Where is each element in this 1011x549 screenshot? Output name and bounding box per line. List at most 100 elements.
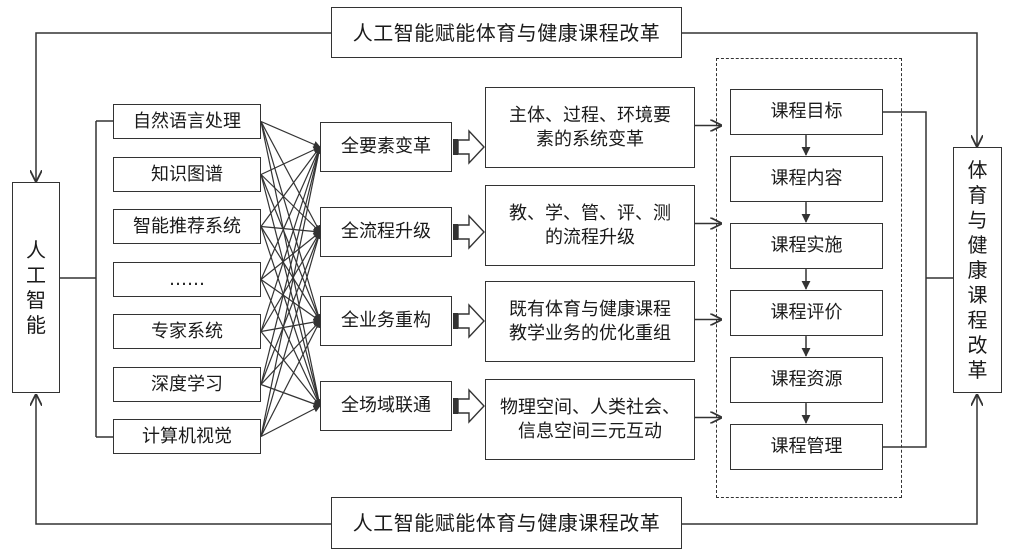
course-reform-node-char: 革 (967, 357, 988, 382)
tech-transformation-link (260, 120, 321, 148)
tech-transformation-link (260, 225, 321, 235)
ai-technology-box: 专家系统 (113, 314, 261, 349)
tech-transformation-link (260, 231, 322, 385)
hollow-arrows (453, 129, 485, 424)
top-loop-right-arrow (682, 32, 977, 146)
ai-technology-label: 智能推荐系统 (133, 215, 241, 237)
ai-technology-box: 深度学习 (113, 367, 261, 402)
hollow-arrow-base (453, 398, 458, 414)
tech-transformation-link (260, 146, 322, 385)
course-reform-node-char: 体 (967, 157, 988, 182)
description-line: 物理空间、人类社会、 (500, 397, 680, 419)
top-banner: 人工智能赋能体育与健康课程改革 (331, 7, 682, 58)
course-reform-node-char: 课 (967, 282, 988, 307)
ai-node-char: 智 (26, 287, 46, 312)
description-line: 素的系统变革 (536, 128, 644, 150)
tech-transformation-link (260, 146, 321, 280)
course-element-label: 课程目标 (770, 101, 843, 123)
description-line: 主体、过程、环境要 (509, 105, 671, 127)
ai-technology-box: 知识图谱 (113, 157, 261, 192)
ai-node-char: 人 (26, 237, 46, 262)
course-element-label: 课程资源 (770, 369, 843, 391)
hollow-arrow-icon (457, 388, 485, 424)
ai-technology-label: 计算机视觉 (142, 425, 232, 447)
tech-transformation-link (260, 320, 321, 437)
ai-technology-label: 知识图谱 (151, 163, 223, 185)
course-element-box: 课程内容 (730, 156, 883, 202)
ai-node-char: 工 (26, 262, 46, 287)
transformation-box: 全要素变革 (320, 122, 452, 172)
ai-technology-box: 计算机视觉 (113, 419, 261, 454)
transformation-label: 全场域联通 (341, 395, 431, 417)
transformation-description-box: 既有体育与健康课程教学业务的优化重组 (485, 281, 695, 362)
course-elements-group (716, 58, 902, 498)
hollow-arrow-base (453, 313, 458, 329)
transformation-description-box: 教、学、管、评、测的流程升级 (485, 185, 695, 266)
description-line: 的流程升级 (545, 226, 635, 248)
top-banner-label: 人工智能赋能体育与健康课程改革 (352, 20, 661, 45)
transformation-label: 全业务重构 (341, 310, 431, 332)
course-element-label: 课程评价 (770, 302, 843, 324)
transformation-description-box: 主体、过程、环境要素的系统变革 (485, 87, 695, 168)
bottom-loop-right-arrow (682, 395, 977, 525)
tech-transformation-link (260, 146, 321, 176)
course-reform-node-char: 育 (967, 182, 988, 207)
course-element-box: 课程资源 (730, 357, 883, 403)
ai-technology-label: 自然语言处理 (133, 110, 241, 132)
transformation-description-box: 物理空间、人类社会、信息空间三元互动 (485, 379, 695, 460)
ai-technology-label: 专家系统 (151, 320, 223, 342)
tech-transformation-link (260, 279, 321, 322)
transformation-label: 全要素变革 (341, 136, 431, 158)
course-element-box: 课程目标 (730, 89, 883, 135)
ai-technology-label: …… (169, 268, 205, 290)
transformation-label: 全流程升级 (341, 221, 431, 243)
tech-transformation-link (260, 231, 321, 280)
course-reform-node-char: 与 (967, 207, 988, 232)
hollow-arrow-base (453, 139, 458, 155)
tech-to-transformation-links (260, 120, 323, 438)
tech-transformation-link (260, 121, 322, 322)
description-line: 教学业务的优化重组 (509, 322, 671, 344)
tech-transformation-link (260, 405, 321, 438)
hollow-arrow-base (453, 224, 458, 240)
transformation-box: 全场域联通 (320, 381, 452, 431)
course-element-box: 课程评价 (730, 290, 883, 336)
description-line: 既有体育与健康课程 (509, 299, 671, 321)
tech-transformation-link (260, 231, 321, 332)
tech-transformation-link (260, 318, 321, 333)
description-line: 教、学、管、评、测 (509, 203, 671, 225)
ai-technology-box: 智能推荐系统 (113, 209, 261, 244)
tech-transformation-link (260, 226, 321, 322)
bottom-loop-left-arrow (36, 395, 331, 525)
bottom-banner: 人工智能赋能体育与健康课程改革 (331, 497, 682, 549)
course-element-label: 课程内容 (770, 168, 843, 190)
tech-transformation-link (260, 231, 322, 437)
transformation-box: 全业务重构 (320, 296, 452, 346)
tech-transformation-link (260, 174, 321, 322)
ai-node: 人工智能 (12, 182, 60, 393)
tech-transformation-link (260, 320, 321, 385)
bottom-banner-label: 人工智能赋能体育与健康课程改革 (352, 511, 661, 535)
tech-transformation-link (260, 121, 321, 233)
hollow-arrow-icon (457, 129, 485, 165)
course-element-label: 课程管理 (770, 436, 843, 458)
course-reform-node-char: 康 (967, 257, 988, 282)
course-goal-to-bracket (883, 111, 927, 448)
ai-technology-box: …… (113, 262, 261, 297)
description-line: 信息空间三元互动 (518, 420, 662, 442)
ai-technology-label: 深度学习 (151, 373, 223, 395)
course-reform-node: 体育与健康课程改革 (953, 147, 1002, 393)
course-element-box: 课程实施 (730, 223, 883, 269)
transformation-box: 全流程升级 (320, 207, 452, 257)
course-reform-node-char: 改 (967, 332, 988, 357)
course-reform-node-char: 程 (967, 307, 988, 332)
course-reform-node-char: 健 (967, 232, 988, 257)
hollow-arrow-icon (457, 214, 485, 250)
hollow-arrow-icon (457, 303, 485, 339)
tech-transformation-link (260, 146, 323, 437)
tech-transformation-link (260, 174, 321, 233)
tech-transformation-link (260, 146, 322, 332)
tech-transformation-link (260, 146, 321, 227)
top-loop-left-arrow (36, 32, 331, 181)
